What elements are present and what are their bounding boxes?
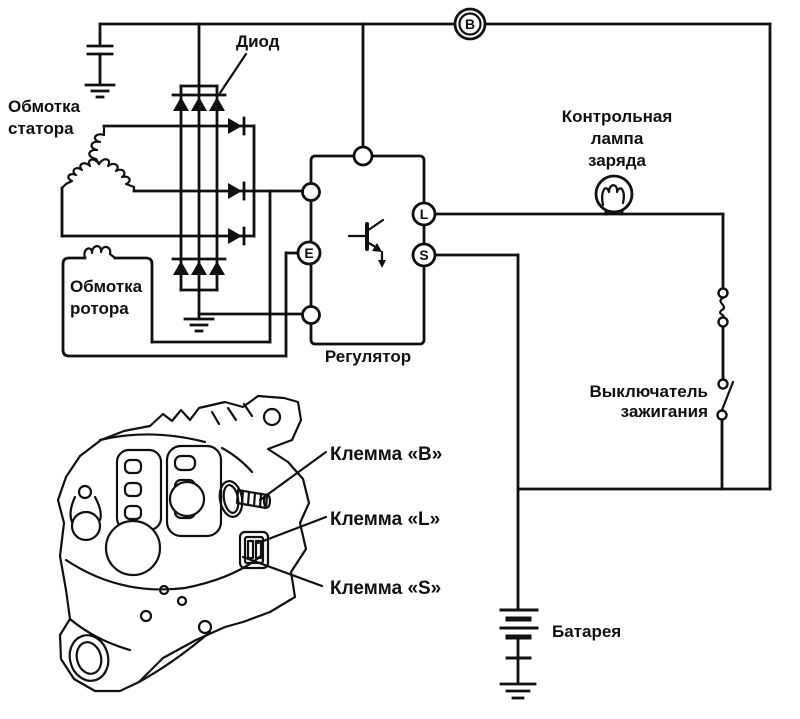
terminal-b-node: B xyxy=(453,7,487,41)
capacitor-ground-icon xyxy=(84,83,116,99)
alternator-b-stud xyxy=(218,480,272,518)
alternator-body-outline xyxy=(56,394,311,693)
stator-coil-left xyxy=(60,158,101,190)
terminal-l-letter: L xyxy=(420,206,429,222)
stator-coil-right xyxy=(97,158,136,193)
terminal-s-circle xyxy=(411,242,437,268)
transistor-symbol xyxy=(347,218,386,268)
switch-flex-link xyxy=(718,296,726,319)
rotor-coil xyxy=(83,245,117,260)
rotor-loop-right xyxy=(113,256,154,344)
diagram-labels: Диод Обмотка статора Обмотка ротора Регу… xyxy=(8,32,708,641)
label-ignition-line2: зажигания xyxy=(621,402,708,421)
switch-contact-3 xyxy=(717,378,729,390)
label-ignition-line1: Выключатель xyxy=(589,382,708,401)
diode-bottom-1 xyxy=(171,257,191,275)
charge-lamp-symbol xyxy=(594,174,634,216)
battery-symbol xyxy=(499,608,539,700)
diode-top-3 xyxy=(207,93,227,111)
switch-contact-4 xyxy=(716,409,728,421)
diode-trio-3 xyxy=(228,226,246,246)
terminal-e-circle xyxy=(296,240,322,266)
label-terminal-b: Клемма «B» xyxy=(330,444,442,465)
switch-blade xyxy=(720,380,735,412)
rectifier-diodes xyxy=(171,93,246,275)
switch-contact-1 xyxy=(717,287,729,299)
diode-top-2 xyxy=(189,93,209,111)
rotor-winding-symbol xyxy=(61,245,288,358)
diode-leader xyxy=(218,52,248,95)
terminal-b-letter: B xyxy=(465,16,475,32)
bearing-boss xyxy=(104,519,162,577)
foot-hole-outer xyxy=(68,634,110,682)
leader-lines xyxy=(218,52,328,588)
shaft-boss xyxy=(168,480,206,518)
label-rotor-line1: Обмотка xyxy=(70,277,143,296)
label-stator-line1: Обмотка xyxy=(8,97,81,116)
ignition-switch-symbol xyxy=(716,287,735,421)
terminal-e-letter: E xyxy=(304,245,313,261)
regulator-left-bottom-node xyxy=(301,305,321,325)
label-rotor-line2: ротора xyxy=(70,299,129,318)
battery-ground-icon xyxy=(499,682,537,700)
terminal-b-inner-circle xyxy=(458,12,482,36)
foot-hole-inner xyxy=(75,641,103,675)
label-regulator: Регулятор xyxy=(325,347,411,366)
diode-trio-2 xyxy=(228,181,246,201)
diode-bottom-2 xyxy=(189,257,209,275)
alternator-illustration xyxy=(56,394,311,693)
label-diode: Диод xyxy=(236,32,280,51)
label-charge-lamp-line2: лампа xyxy=(591,129,644,148)
diode-top-1 xyxy=(171,93,191,111)
terminal-b-leader xyxy=(258,450,328,502)
diode-trio-1 xyxy=(228,116,246,136)
charge-lamp-filament xyxy=(601,184,625,207)
regulator-left-top-node xyxy=(301,182,321,202)
label-terminal-s: Клемма «S» xyxy=(330,578,441,599)
label-stator-line2: статора xyxy=(8,119,74,138)
mount-ear-hole xyxy=(262,407,282,427)
rotor-loop-left xyxy=(61,256,288,358)
regulator-top-node xyxy=(352,145,374,167)
terminal-s-leader xyxy=(241,555,324,588)
bracket-large-hole xyxy=(70,510,102,542)
regulator-block: E L S xyxy=(296,145,437,346)
switch-contact-2 xyxy=(717,316,729,328)
stator-coil-top xyxy=(88,124,106,166)
label-charge-lamp-line3: заряда xyxy=(588,151,647,170)
bracket-small-hole xyxy=(77,484,93,500)
terminal-s-letter: S xyxy=(419,247,428,263)
terminal-l-circle xyxy=(411,201,437,227)
label-charge-lamp-line1: Контрольная xyxy=(562,107,673,126)
alternator-connector xyxy=(238,530,270,570)
label-battery: Батарея xyxy=(552,622,621,641)
label-terminal-l: Клемма «L» xyxy=(330,509,440,530)
bridge-ground-icon xyxy=(183,317,215,333)
noise-capacitor xyxy=(86,44,114,56)
stator-winding-symbol xyxy=(60,124,136,193)
diode-bottom-3 xyxy=(207,257,227,275)
bracket-keyhole xyxy=(69,495,102,524)
terminal-l-leader xyxy=(256,515,328,545)
